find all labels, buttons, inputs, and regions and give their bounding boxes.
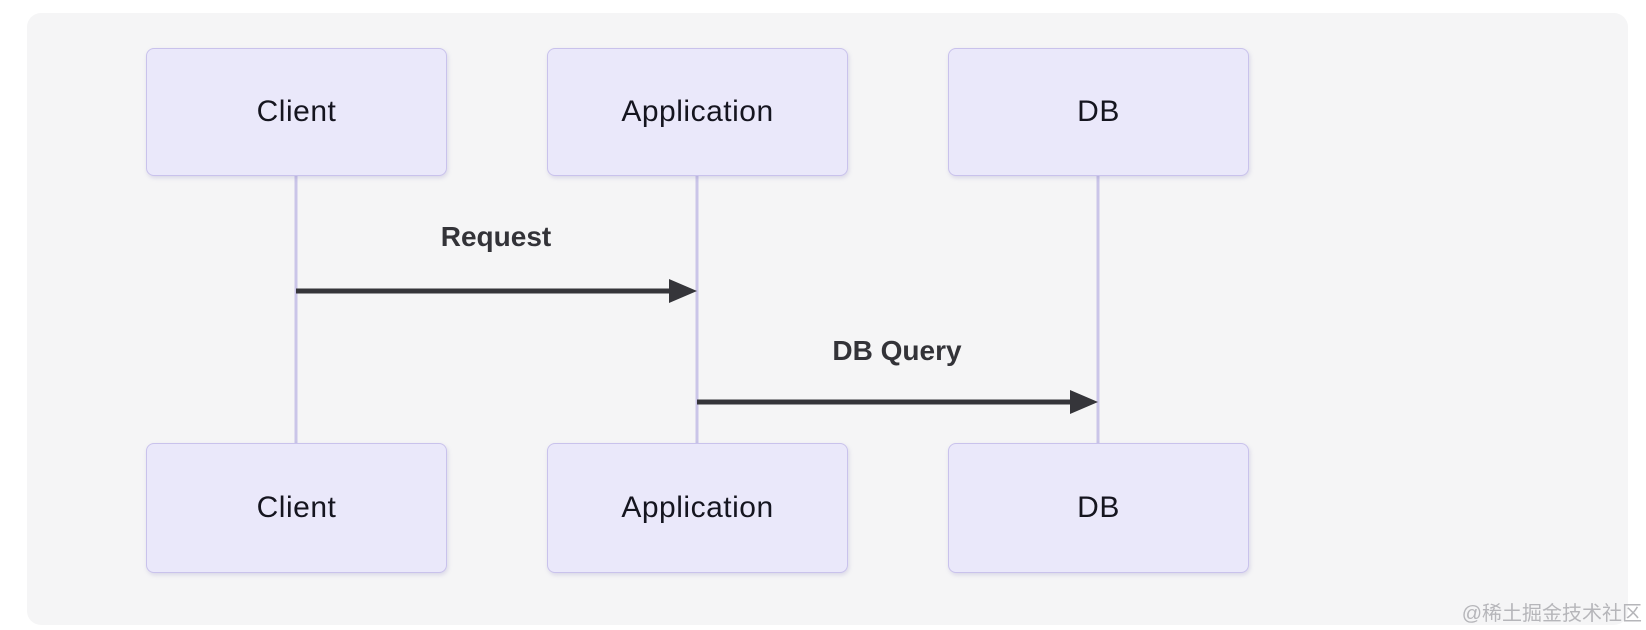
actor-label-client: Client [256,491,337,524]
actor-box-application-bottom: Application [547,443,848,573]
actor-label-db: DB [1077,491,1120,524]
diagram-connectors [294,175,1100,445]
diagram-canvas: Client Application DB Client Application… [27,13,1628,625]
actor-box-client-bottom: Client [146,443,447,573]
actor-box-db-top: DB [948,48,1249,176]
message-label-request: Request [440,221,552,252]
watermark-juejin-community: @稀土掘金技术社区 [1461,603,1642,625]
actor-box-db-bottom: DB [948,443,1249,573]
actor-label-application: Application [621,491,774,524]
actor-box-client-top: Client [146,48,447,176]
actor-box-application-top: Application [547,48,848,176]
actor-label-application: Application [621,95,774,128]
actor-label-db: DB [1077,95,1120,128]
actor-label-client: Client [256,95,337,128]
message-label-db-query: DB Query [832,335,962,366]
message-arrow-request [296,279,697,303]
message-arrow-db-query [697,390,1098,414]
